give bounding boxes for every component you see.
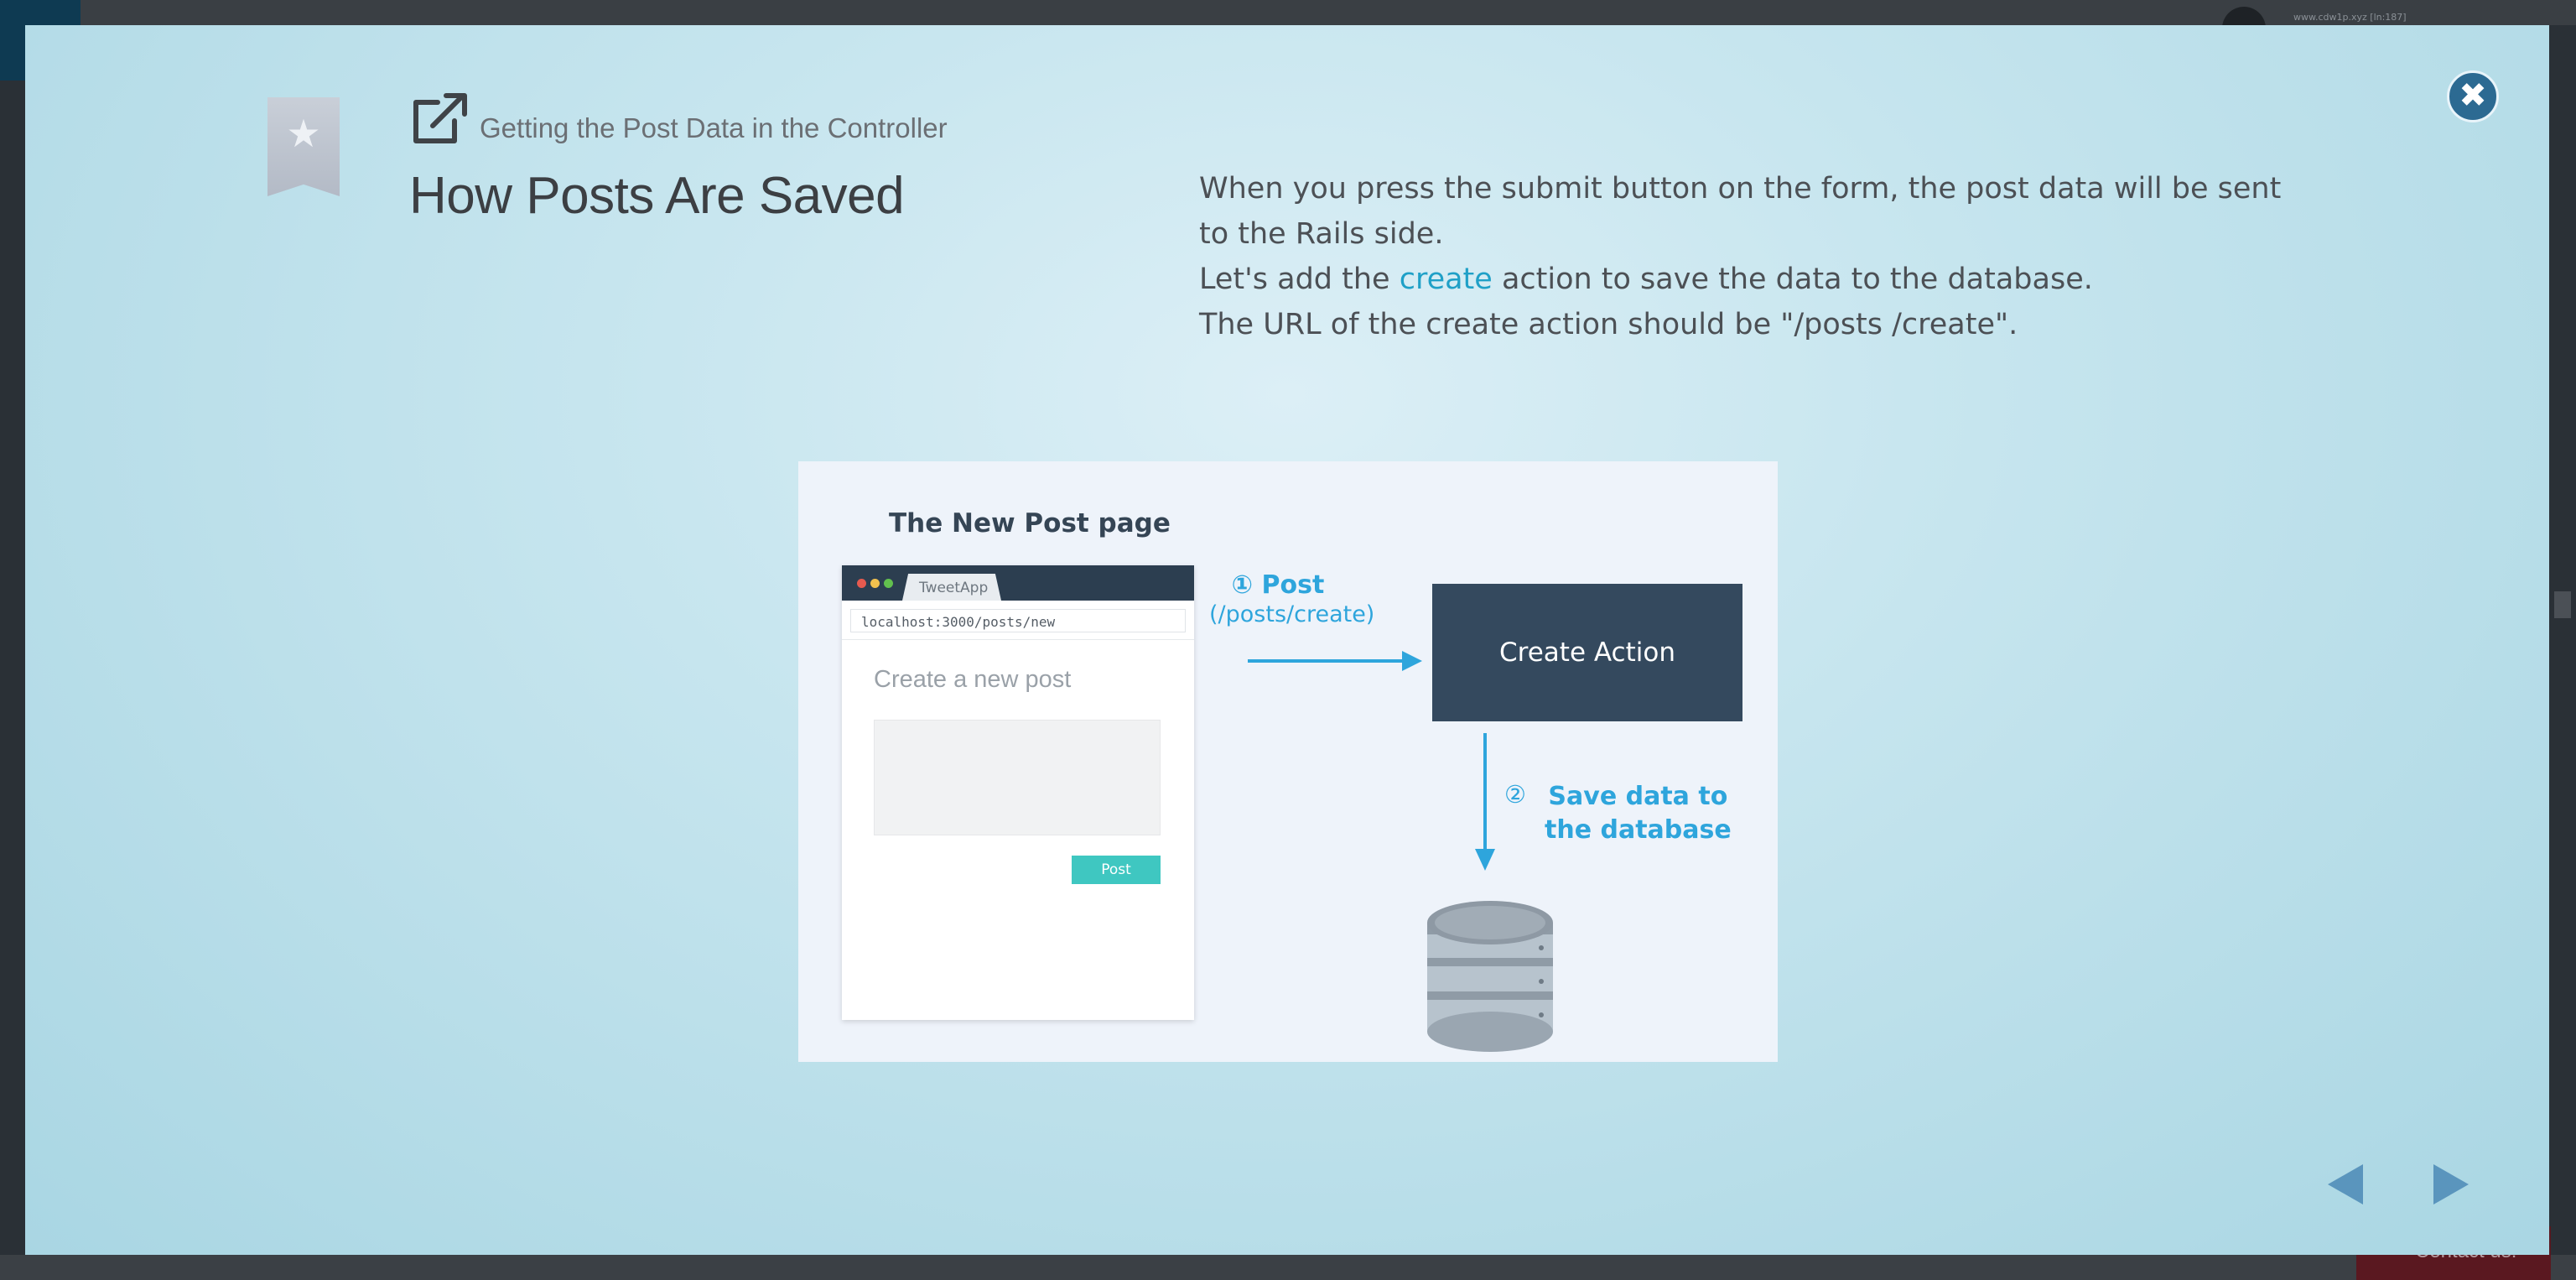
page-title: How Posts Are Saved <box>409 167 905 225</box>
browser-divider <box>842 639 1194 640</box>
close-button[interactable]: ✖ <box>2447 70 2499 122</box>
post-arrow-icon <box>1248 651 1422 671</box>
diagram: The New Post page TweetApp localhost:300… <box>798 461 1778 1062</box>
browser-titlebar: TweetApp <box>842 565 1194 601</box>
step2-number: ② <box>1504 780 1526 809</box>
window-close-dot-icon <box>857 579 866 588</box>
background-topbar <box>0 0 2576 25</box>
step2-line-2: the database <box>1545 815 1732 845</box>
step2-line-1: Save data to <box>1548 782 1728 811</box>
browser-mockup: TweetApp localhost:3000/posts/new Create… <box>842 565 1194 1020</box>
close-icon: ✖ <box>2459 76 2487 115</box>
step2-text: Save data to the database <box>1545 780 1732 847</box>
save-arrow-icon <box>1475 733 1495 871</box>
browser-tab: TweetApp <box>902 574 1001 601</box>
description-line-2-start: Let's add the <box>1199 263 1400 296</box>
diagram-arrows <box>1248 651 1495 871</box>
description-line-1: When you press the submit button on the … <box>1199 172 2282 251</box>
description-line-2-end: action to save the data to the database. <box>1492 263 2093 296</box>
browser-address-bar: localhost:3000/posts/new <box>850 609 1186 632</box>
description-line-3: The URL of the create action should be "… <box>1199 308 2018 341</box>
lesson-subtitle: Getting the Post Data in the Controller <box>480 112 948 143</box>
diagram-heading: The New Post page <box>889 508 1171 539</box>
window-maximize-dot-icon <box>884 579 893 588</box>
post-button: Post <box>1072 856 1161 884</box>
description-line-2: Let's add the create action to save the … <box>1199 257 2289 302</box>
create-action-box: Create Action <box>1432 584 1742 721</box>
star-icon: ★ <box>286 111 321 156</box>
form-title: Create a new post <box>874 666 1072 693</box>
background-url-text: www.cdw1p.xyz [ln:187] <box>2293 12 2407 23</box>
lesson-modal: ★ Getting the Post Data in the Controlle… <box>25 25 2549 1255</box>
previous-slide-button[interactable] <box>2328 1164 2363 1205</box>
external-link-icon <box>413 93 467 143</box>
keyword-create: create <box>1399 263 1493 296</box>
bookmark-star-icon[interactable]: ★ <box>267 97 340 196</box>
step1-title: ① Post <box>1231 570 1325 600</box>
window-minimize-dot-icon <box>870 579 880 588</box>
database-icon <box>1427 901 1553 1052</box>
lesson-description: When you press the submit button on the … <box>1199 166 2289 347</box>
background-scrollbar <box>2554 591 2571 618</box>
next-slide-button[interactable] <box>2433 1164 2469 1205</box>
form-textarea <box>874 720 1161 835</box>
background-bottom-bar <box>0 1255 2576 1280</box>
